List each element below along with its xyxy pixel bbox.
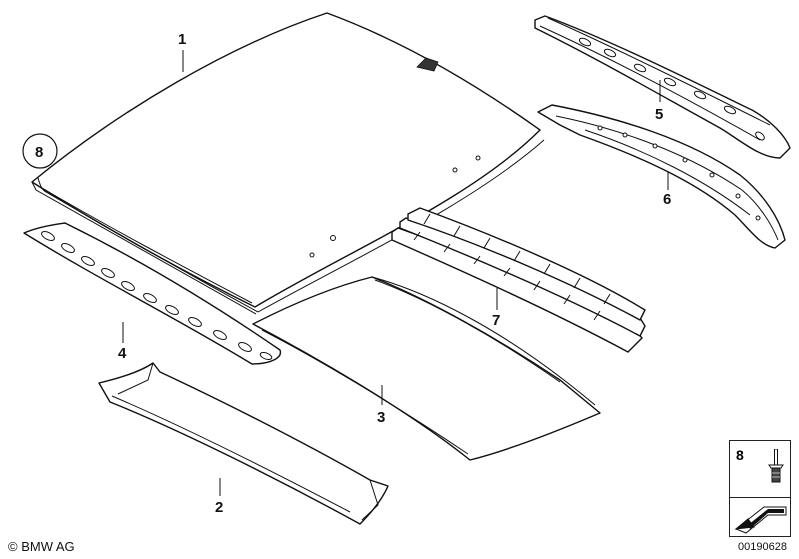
callout-6[interactable]: 6 (663, 191, 671, 208)
rivet-legend: 8 (729, 440, 791, 537)
windshield-frame[interactable] (98, 362, 389, 525)
callout-8-circle[interactable]: 8 (22, 133, 58, 169)
front-bow-holes (41, 230, 273, 360)
callout-1[interactable]: 1 (178, 31, 186, 48)
dimension-arrow-icon (734, 506, 787, 534)
callout-4[interactable]: 4 (118, 345, 127, 362)
callout-2[interactable]: 2 (215, 499, 223, 516)
legend-divider (730, 497, 790, 498)
callout-5[interactable]: 5 (655, 106, 663, 123)
callout-8[interactable]: 8 (35, 144, 43, 161)
headliner-panel[interactable] (252, 276, 601, 461)
callout-3[interactable]: 3 (377, 409, 385, 426)
rear-crossmember-holes (578, 37, 765, 141)
copyright-text: © BMW AG (8, 539, 75, 554)
rear-frame-holes (597, 125, 761, 221)
blind-rivet-icon (768, 449, 784, 483)
roof-panel[interactable] (31, 12, 545, 315)
roof-bow-segments (413, 213, 611, 321)
rear-frame[interactable] (537, 104, 786, 249)
rear-crossmember[interactable] (534, 15, 791, 159)
callout-7[interactable]: 7 (492, 312, 500, 329)
document-number: 00190628 (738, 541, 787, 553)
legend-number: 8 (736, 447, 744, 463)
front-bow[interactable] (23, 222, 282, 365)
roof-bows[interactable] (391, 207, 646, 353)
